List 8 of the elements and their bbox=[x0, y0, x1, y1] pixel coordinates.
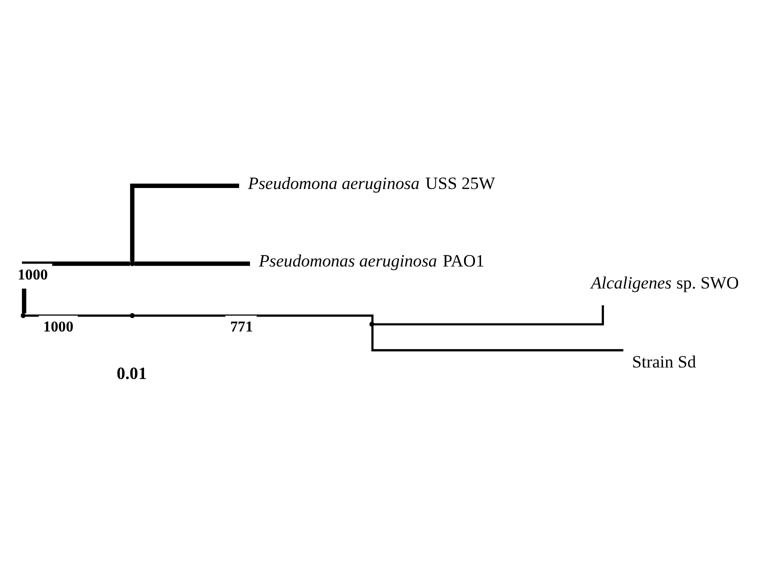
node-text: Pseudomonas aeruginosa PAO1 bbox=[258, 251, 484, 270]
label: 0.01 bbox=[116, 364, 147, 383]
node-text: Strain Sd bbox=[632, 352, 696, 371]
edge-label: 1000 bbox=[43, 319, 74, 336]
node-text: Pseudomona aeruginosa USS 25W bbox=[248, 173, 496, 192]
node-text: Alcaligenes sp. SWO bbox=[590, 272, 739, 292]
edge-label: 771 bbox=[230, 319, 253, 336]
edge-label: 1000 bbox=[18, 267, 48, 284]
